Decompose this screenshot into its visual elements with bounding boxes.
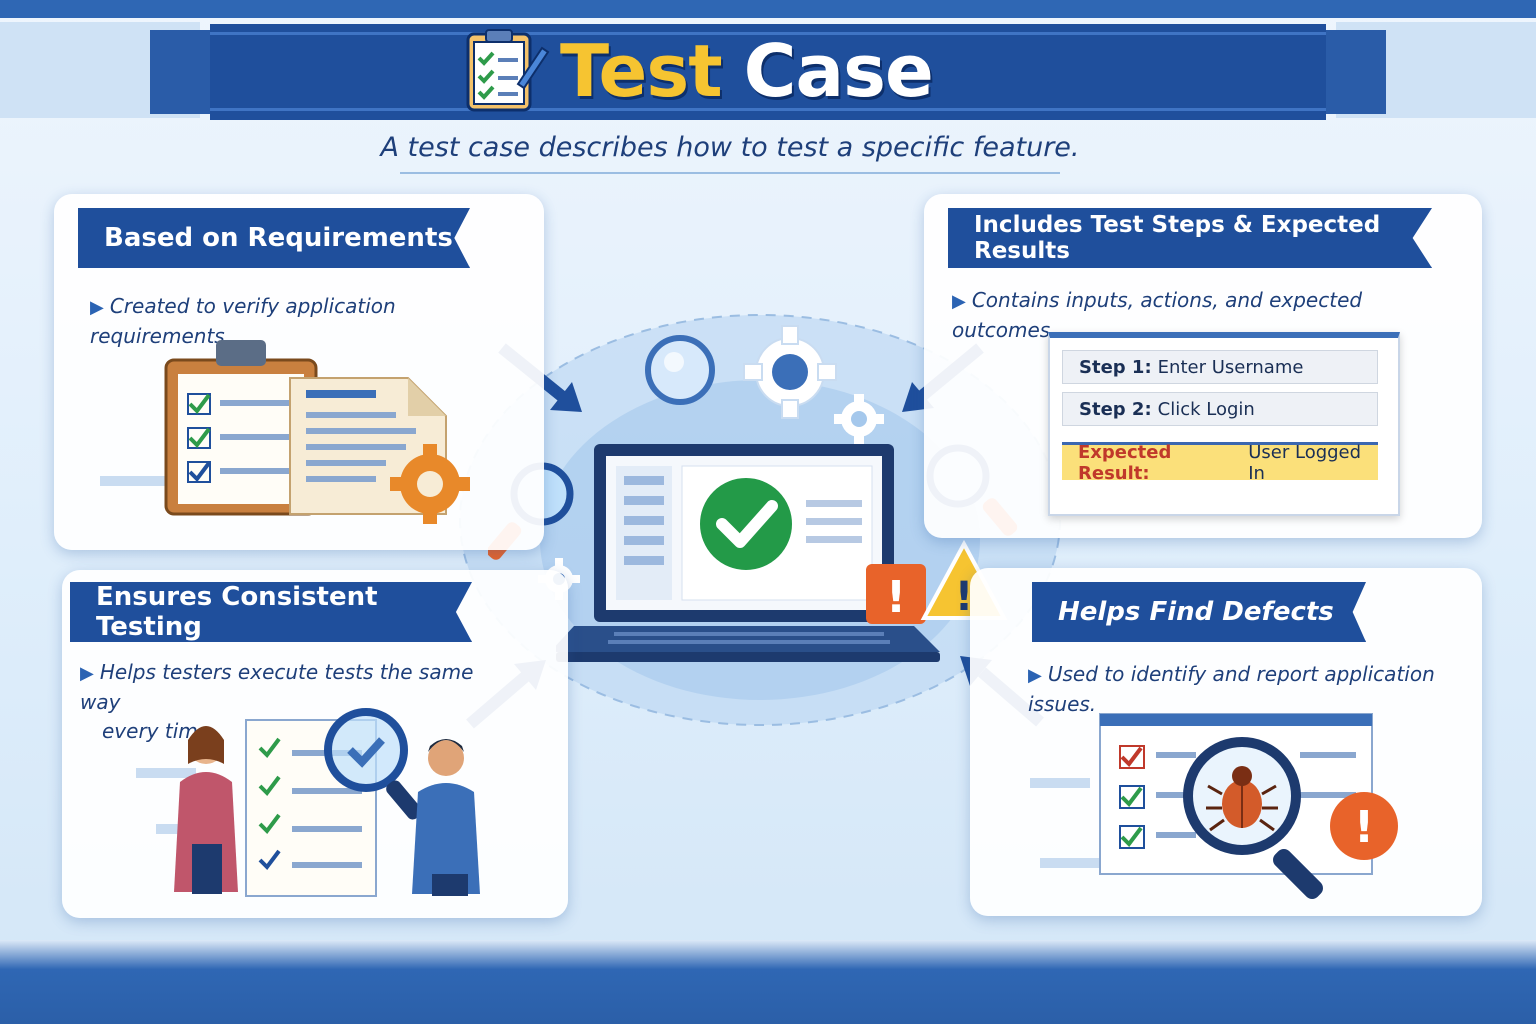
requirements-illustration [100,340,470,524]
subtitle-underline [400,172,1060,174]
svg-text:!: ! [886,572,906,623]
title-word-case: Case [743,29,934,113]
step-2-label: Step 2: [1079,398,1152,420]
laptop-icon [556,444,940,662]
page-subtitle: A test case describes how to test a spec… [380,132,1080,163]
bullet-defects-text: Used to identify and report application … [1028,662,1435,716]
bullet-steps: ▶Contains inputs, actions, and expected … [952,286,1472,345]
bullet-arrow-icon: ▶ [952,291,966,312]
gear-icon [743,325,837,419]
bullet-arrow-icon: ▶ [90,297,104,318]
step-2-value: Click Login [1157,398,1255,420]
bullet-requirements: ▶Created to verify application requireme… [90,292,540,351]
svg-text:!: ! [1354,802,1374,853]
bullet-consistent-line1: Helps testers execute tests the same way [80,660,474,714]
small-gear-icon [834,394,884,444]
title-ribbon [150,24,1386,120]
bug-icon [1206,766,1278,832]
step-1-row: Step 1:Enter Username [1062,350,1378,384]
testers-illustration [136,708,480,897]
bullet-requirements-text: Created to verify application requiremen… [90,294,396,348]
clipboard-icon [466,29,550,112]
bullet-arrow-icon: ▶ [80,663,94,684]
step-1-label: Step 1: [1079,356,1152,378]
heading-requirements: Based on Requirements [78,208,470,268]
page-title: Test Case [560,20,1080,122]
bullet-steps-text: Contains inputs, actions, and expected o… [952,288,1363,342]
bullet-defects: ▶Used to identify and report application… [1028,660,1478,719]
expected-result-row: Expected Result: User Logged In [1062,442,1378,484]
svg-text:!: ! [955,574,973,620]
heading-consistent: Ensures Consistent Testing [70,582,472,642]
expected-result-label: Expected Result: [1078,441,1172,484]
heading-defects: Helps Find Defects [1032,582,1366,642]
expected-result-value: User Logged In [1248,441,1362,484]
title-word-test: Test [560,29,723,113]
bullet-arrow-icon: ▶ [1028,665,1042,686]
defects-illustration: ! [1030,713,1398,899]
step-2-row: Step 2:Click Login [1062,392,1378,426]
top-band [0,0,1536,18]
step-1-value: Enter Username [1157,356,1304,378]
heading-steps: Includes Test Steps & Expected Results [948,208,1432,268]
globe-icon [645,335,715,405]
bottom-band [0,940,1536,1024]
test-steps-card: Step 1:Enter Username Step 2:Click Login… [1048,332,1400,516]
